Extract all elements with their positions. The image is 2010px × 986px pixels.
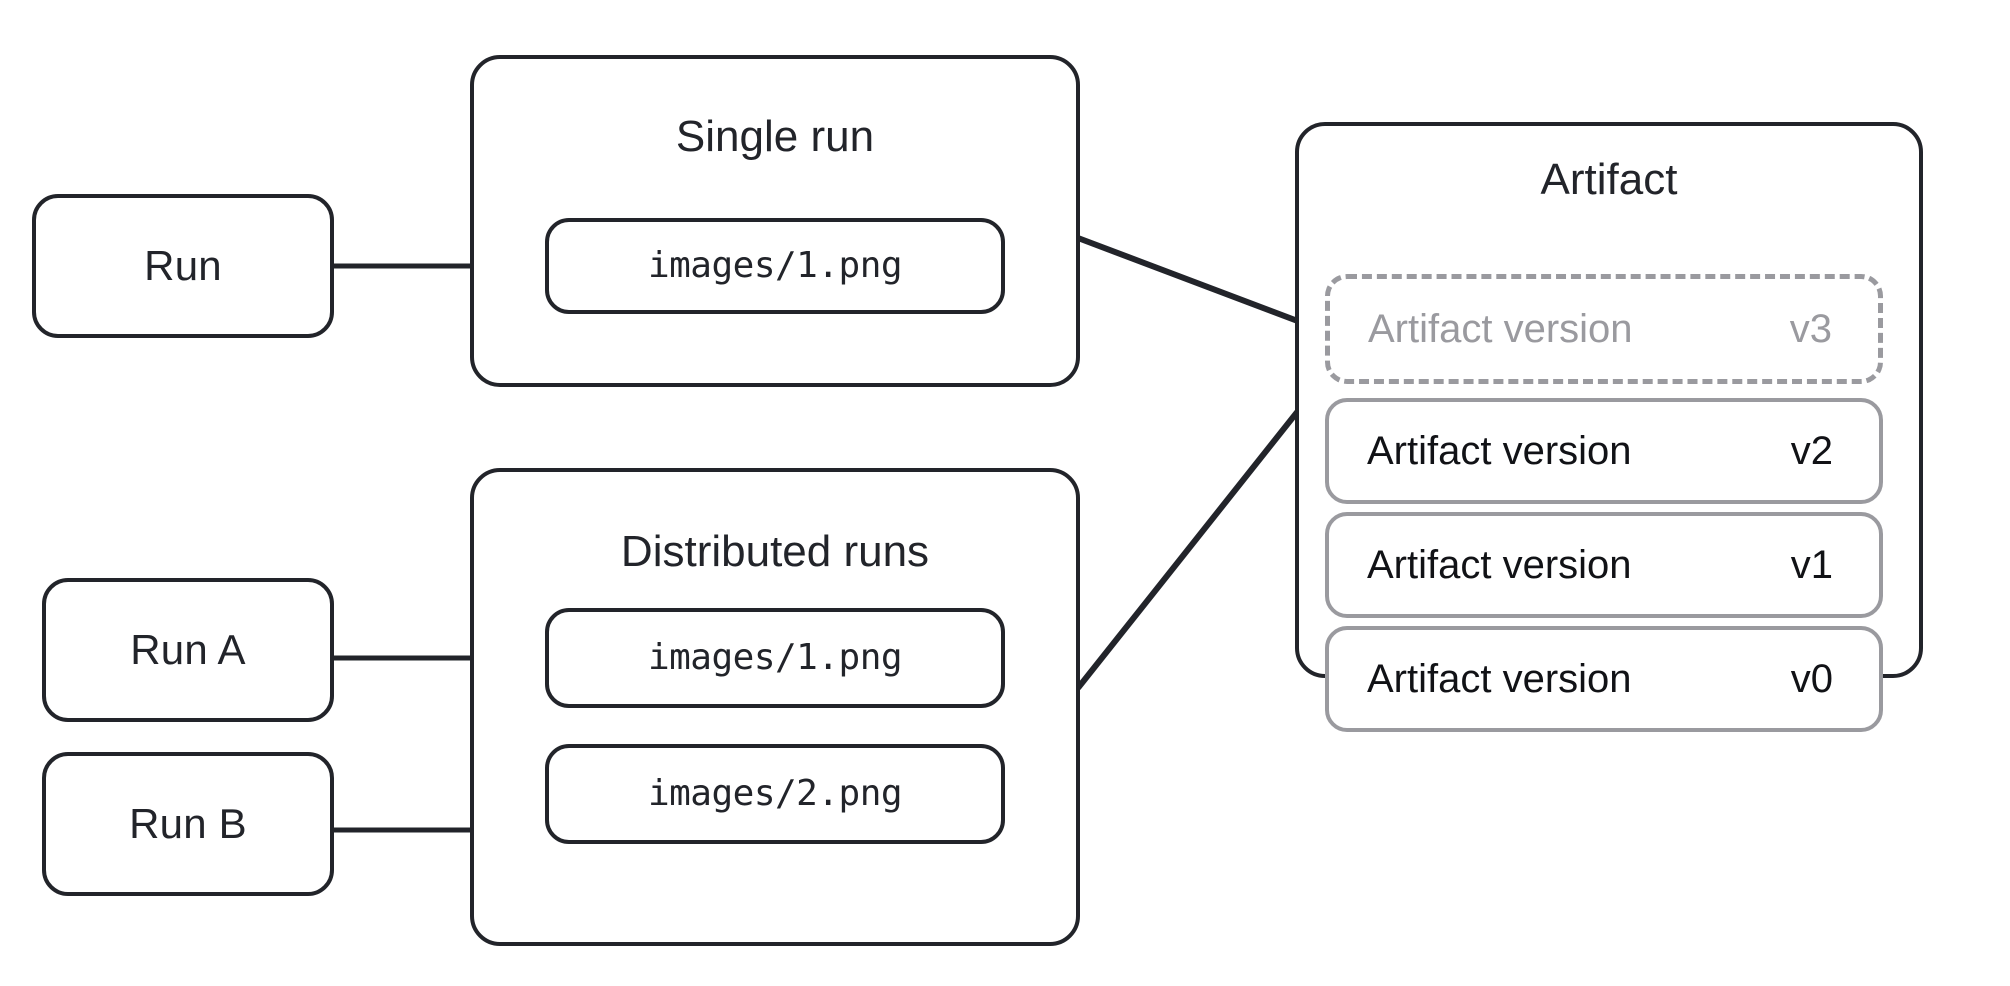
node-run-a-label: Run A <box>130 626 246 673</box>
group-distributed-runs-title: Distributed runs <box>620 527 930 576</box>
artifact-version-row-v0[interactable]: Artifact version v0 <box>1325 626 1883 732</box>
artifact-version-row-v3-name: Artifact version <box>1368 307 1633 351</box>
artifact-version-row-v1[interactable]: Artifact version v1 <box>1325 512 1883 618</box>
artifact-version-row-v3-tag: v3 <box>1789 307 1832 351</box>
file-node-single-run-1[interactable]: images/1.png <box>545 218 1005 314</box>
group-single-run-title: Single run <box>675 112 875 161</box>
artifact-version-row-v1-name: Artifact version <box>1367 543 1632 587</box>
artifact-version-row-v1-tag: v1 <box>1790 543 1833 587</box>
file-node-single-run-1-label: images/1.png <box>647 245 903 286</box>
file-node-distributed-1[interactable]: images/1.png <box>545 608 1005 708</box>
node-run-b-label: Run B <box>129 800 247 847</box>
node-run-b[interactable]: Run B <box>42 752 334 896</box>
file-node-distributed-2-label: images/2.png <box>647 773 903 814</box>
artifact-version-row-v0-tag: v0 <box>1790 657 1833 701</box>
artifact-panel-title: Artifact <box>1540 155 1678 204</box>
file-node-distributed-2[interactable]: images/2.png <box>545 744 1005 844</box>
artifact-version-row-v2-name: Artifact version <box>1367 429 1632 473</box>
artifact-panel: Artifact Artifact version v3 Artifact ve… <box>1295 122 1923 732</box>
artifact-version-row-v2-tag: v2 <box>1790 429 1833 473</box>
artifact-version-row-v3[interactable]: Artifact version v3 <box>1325 274 1883 384</box>
node-run-label: Run <box>144 242 222 289</box>
file-node-distributed-1-label: images/1.png <box>647 637 903 678</box>
artifact-version-row-v0-name: Artifact version <box>1367 657 1632 701</box>
node-run[interactable]: Run <box>32 194 334 338</box>
artifact-version-row-v2[interactable]: Artifact version v2 <box>1325 398 1883 504</box>
node-run-a[interactable]: Run A <box>42 578 334 722</box>
